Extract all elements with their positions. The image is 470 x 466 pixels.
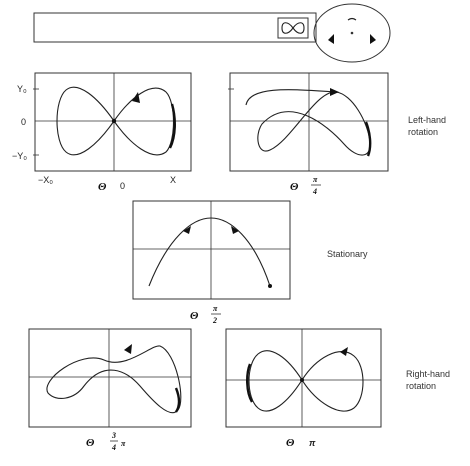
rotating-disc — [313, 3, 391, 63]
tilted-figure-eight-curve — [46, 345, 182, 413]
direction-arrow — [132, 92, 140, 103]
apparatus — [33, 3, 391, 63]
y-bot-label: −Y₀ — [12, 151, 27, 161]
theta-symbol: Θ — [286, 437, 295, 449]
theta-symbol: Θ — [98, 181, 107, 193]
parabola-curve — [148, 217, 271, 287]
theta-symbol: Θ — [86, 437, 95, 449]
origin-dot — [300, 378, 304, 382]
direction-arrow — [330, 88, 339, 96]
left-hand-label-2: rotation — [408, 127, 438, 137]
direction-arrow — [124, 344, 132, 354]
panel-theta-3pi-over-4: Θ 3 4 π — [28, 328, 192, 452]
panel-theta-0: Y₀ 0 −Y₀ −X₀ X Θ 0 — [12, 72, 192, 193]
disc-arrow-left — [328, 34, 334, 44]
panel-theta-pi: Θ π — [225, 328, 382, 449]
disc-mark — [347, 17, 357, 21]
panel-frame — [28, 328, 192, 428]
theta-denominator: 2 — [212, 316, 217, 325]
end-dot — [268, 284, 272, 288]
theta-suffix: π — [121, 439, 126, 448]
thick-segment — [168, 103, 176, 149]
apparatus-bar — [33, 12, 317, 43]
y-mid-label: 0 — [21, 117, 26, 127]
left-hand-label-1: Left-hand — [408, 115, 446, 125]
theta-value: π — [309, 438, 316, 448]
theta-numerator: 3 — [111, 431, 116, 440]
panel-frame — [34, 72, 192, 172]
y-top-label: Y₀ — [17, 84, 27, 94]
theta-numerator: π — [213, 304, 218, 313]
panel-frame — [132, 200, 291, 300]
figure-eight-window — [277, 17, 309, 39]
theta-symbol: Θ — [290, 181, 299, 193]
thick-segment — [364, 121, 372, 157]
right-hand-label-2: rotation — [406, 381, 436, 391]
tilted-figure-eight-curve — [245, 89, 371, 156]
origin-dot — [111, 118, 117, 124]
direction-arrow-right — [231, 226, 239, 234]
theta-denominator: 4 — [312, 187, 317, 196]
figure-eight-curve — [248, 350, 364, 412]
x-right-label: X — [170, 175, 176, 185]
panel-frame — [225, 328, 382, 428]
direction-arrow-left — [183, 226, 191, 234]
panel-theta-pi-over-2: Θ π 2 — [132, 200, 291, 325]
stationary-label: Stationary — [327, 249, 368, 259]
x-left-label: −X₀ — [38, 175, 53, 185]
disc-arrow-right — [370, 34, 376, 44]
disc-center — [350, 31, 354, 35]
right-hand-label-1: Right-hand — [406, 369, 450, 379]
figure-eight-icon — [281, 22, 305, 34]
theta-numerator: π — [313, 175, 318, 184]
panel-theta-pi-over-4: Θ π 4 — [228, 72, 389, 196]
theta-denominator: 4 — [111, 443, 116, 452]
theta-symbol: Θ — [190, 310, 199, 322]
thick-segment — [246, 363, 254, 403]
direction-arrow — [340, 347, 348, 356]
thick-segment — [174, 387, 181, 413]
theta-value: 0 — [120, 181, 125, 191]
